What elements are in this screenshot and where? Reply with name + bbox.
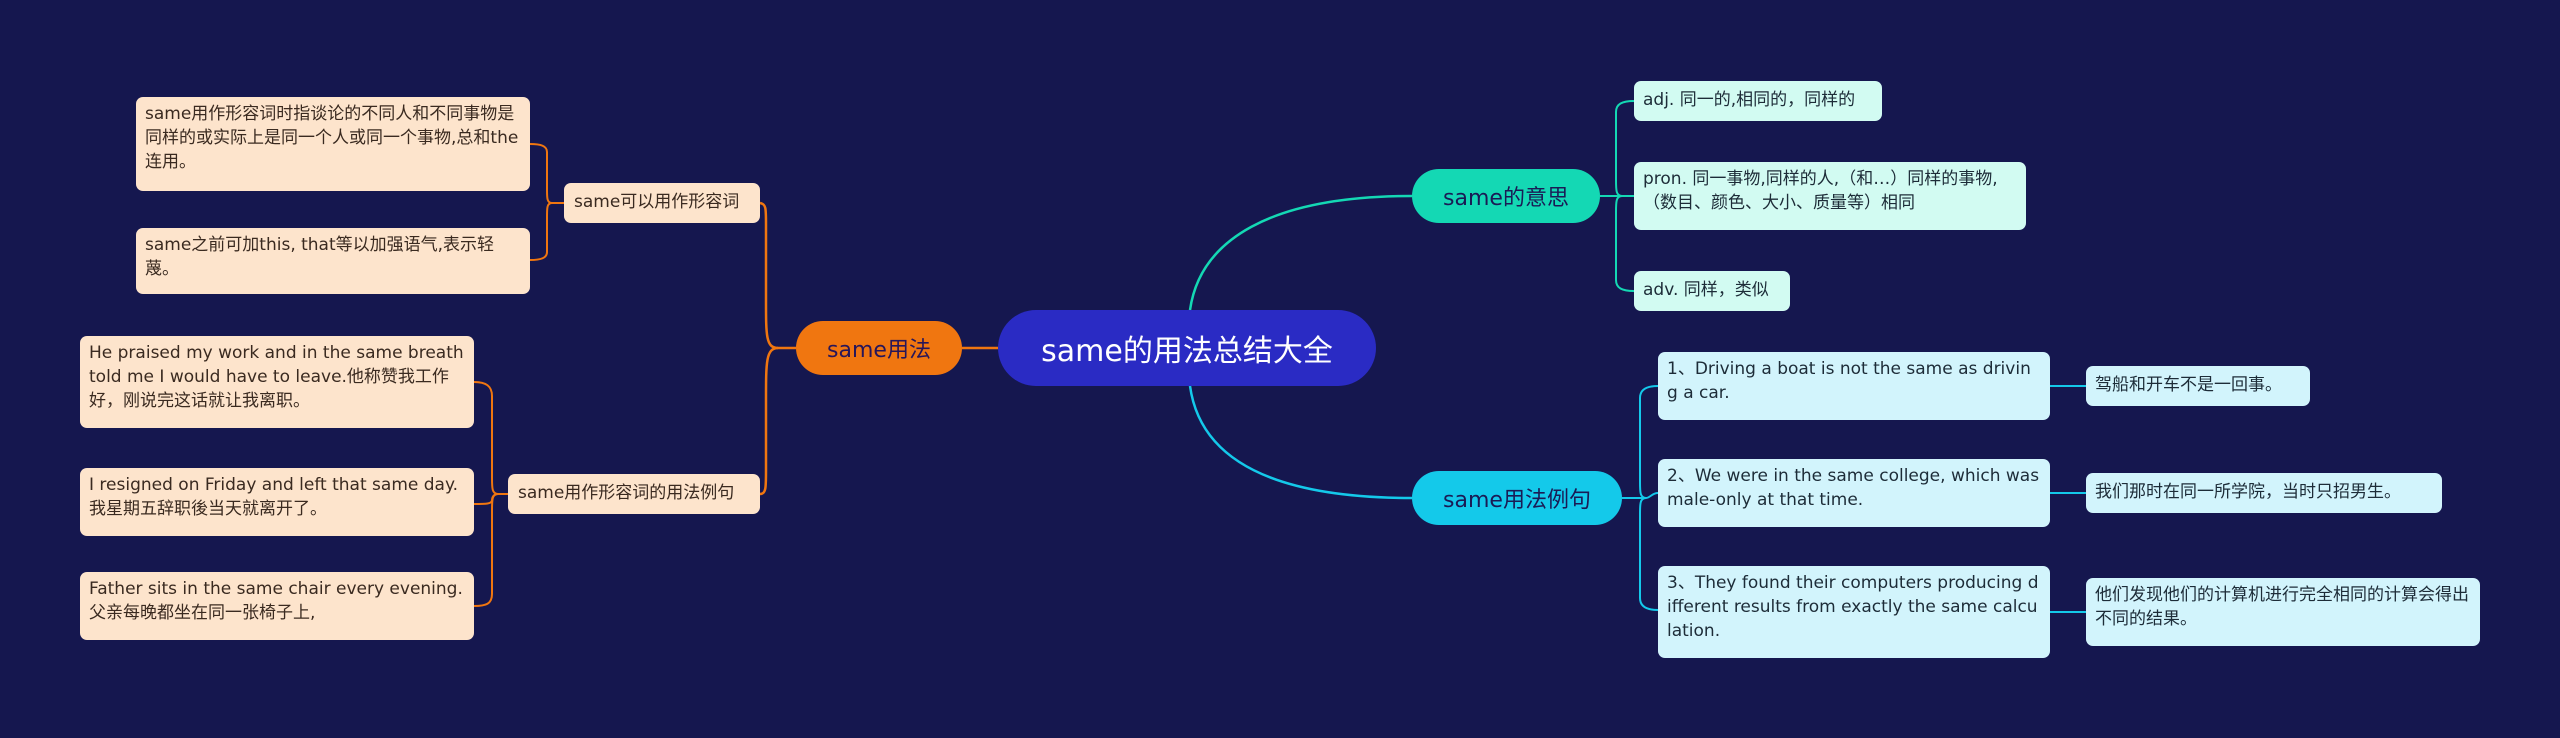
link-sub2-leaf3 xyxy=(473,493,499,607)
example-1-zh-text: 驾船和开车不是一回事。 xyxy=(2095,375,2282,395)
meaning-leaf3-text: adv. 同样，类似 xyxy=(1643,280,1769,300)
branch-usage-label: same用法 xyxy=(827,338,931,363)
usage-sub1-leaf1[interactable]: same用作形容词时指谈论的不同人和不同事物是同样的或实际上是同一个人或同一个事… xyxy=(136,97,530,191)
meaning-leaf2[interactable]: pron. 同一事物,同样的人,（和…）同样的事物,（数目、颜色、大小、质量等）… xyxy=(1634,162,2026,230)
example-1-en-text: 1、Driving a boat is not the same as driv… xyxy=(1667,359,2031,403)
root-label: same的用法总结大全 xyxy=(1041,334,1333,369)
link-usage-sub1 xyxy=(759,201,796,350)
meaning-leaf3[interactable]: adv. 同样，类似 xyxy=(1634,271,1790,311)
example-1-en[interactable]: 1、Driving a boat is not the same as driv… xyxy=(1658,352,2050,420)
usage-sub2-leaf3-text: Father sits in the same chair every even… xyxy=(89,579,463,623)
usage-sub1-leaf2[interactable]: same之前可加this, that等以加强语气,表示轻蔑。 xyxy=(136,228,530,294)
usage-sub1-label: same可以用作形容词 xyxy=(574,192,740,212)
link-sub2-leaf1 xyxy=(473,381,508,495)
usage-sub2-leaf3[interactable]: Father sits in the same chair every even… xyxy=(80,572,474,640)
link-root-meaning xyxy=(1188,194,1413,311)
meaning-leaf1[interactable]: adj. 同一的,相同的，同样的 xyxy=(1634,81,1882,121)
usage-sub2-leaf1-text: He praised my work and in the same breat… xyxy=(89,343,464,411)
example-3-zh[interactable]: 他们发现他们的计算机进行完全相同的计算会得出不同的结果。 xyxy=(2086,578,2480,646)
link-root-examples xyxy=(1188,385,1413,500)
branch-examples[interactable]: same用法例句 xyxy=(1412,471,1622,525)
link-usage-sub2 xyxy=(759,346,779,496)
example-3-zh-text: 他们发现他们的计算机进行完全相同的计算会得出不同的结果。 xyxy=(2095,585,2469,629)
usage-sub2-leaf2-text: I resigned on Friday and left that same … xyxy=(89,475,458,519)
example-2-en-text: 2、We were in the same college, which was… xyxy=(1667,466,2040,510)
usage-sub1-node[interactable]: same可以用作形容词 xyxy=(564,183,760,223)
usage-sub2-leaf1[interactable]: He praised my work and in the same breat… xyxy=(80,336,474,428)
meaning-leaf1-text: adj. 同一的,相同的，同样的 xyxy=(1643,90,1856,110)
link-sub1-leaf2 xyxy=(529,202,553,261)
usage-sub1-leaf2-text: same之前可加this, that等以加强语气,表示轻蔑。 xyxy=(145,235,495,279)
usage-sub2-label: same用作形容词的用法例句 xyxy=(518,483,735,503)
branch-examples-label: same用法例句 xyxy=(1443,488,1591,513)
branch-meaning-label: same的意思 xyxy=(1443,186,1569,211)
usage-sub2-node[interactable]: same用作形容词的用法例句 xyxy=(508,474,760,514)
usage-sub2-leaf2[interactable]: I resigned on Friday and left that same … xyxy=(80,468,474,536)
branch-meaning[interactable]: same的意思 xyxy=(1412,169,1600,223)
link-examples-item2 xyxy=(1645,492,1659,499)
link-meaning-leaf3 xyxy=(1615,195,1635,292)
link-sub1-leaf1 xyxy=(529,143,564,204)
example-2-zh-text: 我们那时在同一所学院，当时只招男生。 xyxy=(2095,482,2401,502)
example-2-en[interactable]: 2、We were in the same college, which was… xyxy=(1658,459,2050,527)
link-examples-item1 xyxy=(1639,385,1659,499)
example-2-zh[interactable]: 我们那时在同一所学院，当时只招男生。 xyxy=(2086,473,2442,513)
usage-sub1-leaf1-text: same用作形容词时指谈论的不同人和不同事物是同样的或实际上是同一个人或同一个事… xyxy=(145,104,519,172)
link-examples-item3 xyxy=(1639,497,1659,611)
root-node[interactable]: same的用法总结大全 xyxy=(998,310,1376,386)
example-3-en-text: 3、They found their computers producing d… xyxy=(1667,573,2039,641)
branch-usage[interactable]: same用法 xyxy=(796,321,962,375)
example-3-en[interactable]: 3、They found their computers producing d… xyxy=(1658,566,2050,658)
link-meaning-leaf1 xyxy=(1615,100,1635,197)
example-1-zh[interactable]: 驾船和开车不是一回事。 xyxy=(2086,366,2310,406)
meaning-leaf2-text: pron. 同一事物,同样的人,（和…）同样的事物,（数目、颜色、大小、质量等）… xyxy=(1643,169,1998,213)
